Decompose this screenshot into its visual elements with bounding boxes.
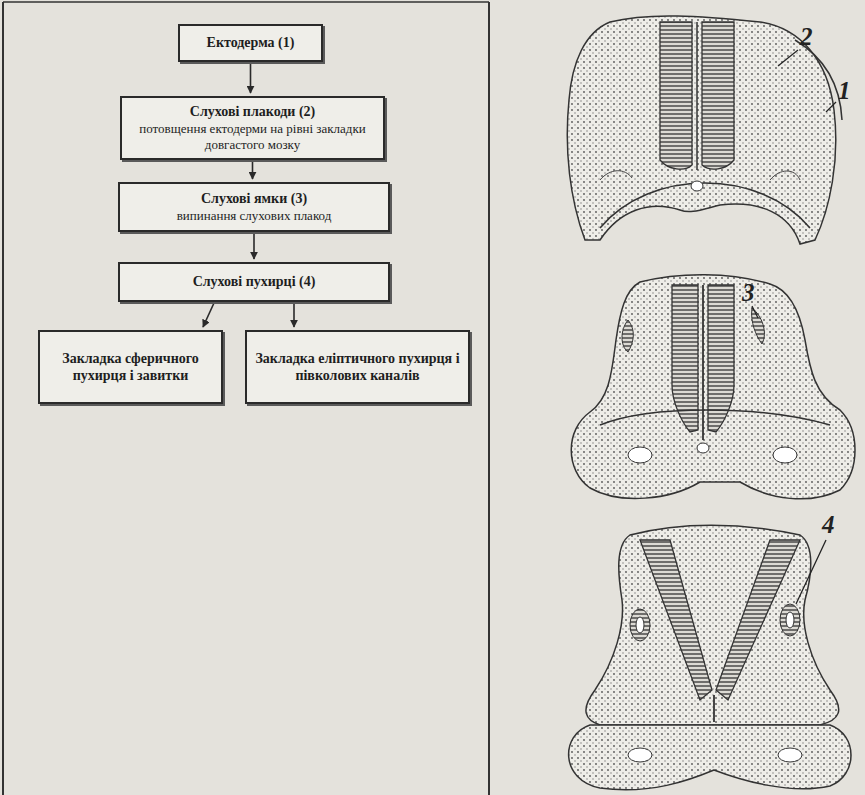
process-box: Закладка сферичного пухирця і завитки (38, 330, 223, 404)
flow-arrow (252, 161, 254, 179)
process-box: Слухові плакоди (2)потовщення ектодерми … (120, 96, 385, 160)
process-box: Слухові ямки (3)випинання слухових плако… (118, 182, 390, 232)
callout-number: 2 (800, 24, 813, 49)
box-heading: Слухові пухирці (4) (193, 273, 316, 291)
flow-arrow (203, 303, 214, 327)
box-heading: Слухові ямки (3) (201, 190, 307, 208)
flow-arrow (293, 303, 295, 327)
box-heading: Закладка еліптичного пухирця і півколови… (255, 350, 460, 385)
box-heading: Закладка сферичного пухирця і завитки (48, 350, 213, 385)
box-heading: Слухові плакоди (2) (190, 103, 315, 121)
process-box: Ектодерма (1) (178, 24, 323, 62)
flow-arrow (253, 233, 255, 259)
box-text: потовщення ектодерми на рівні закладки д… (130, 121, 375, 154)
flow-arrow (250, 63, 252, 93)
callout-number: 4 (822, 512, 835, 537)
process-box: Закладка еліптичного пухирця і півколови… (245, 330, 470, 404)
callout-number: 1 (838, 78, 851, 103)
box-heading: Ектодерма (1) (207, 34, 295, 52)
process-box: Слухові пухирці (4) (118, 262, 390, 302)
box-text: випинання слухових плакод (177, 208, 332, 224)
callout-number: 3 (742, 280, 755, 305)
